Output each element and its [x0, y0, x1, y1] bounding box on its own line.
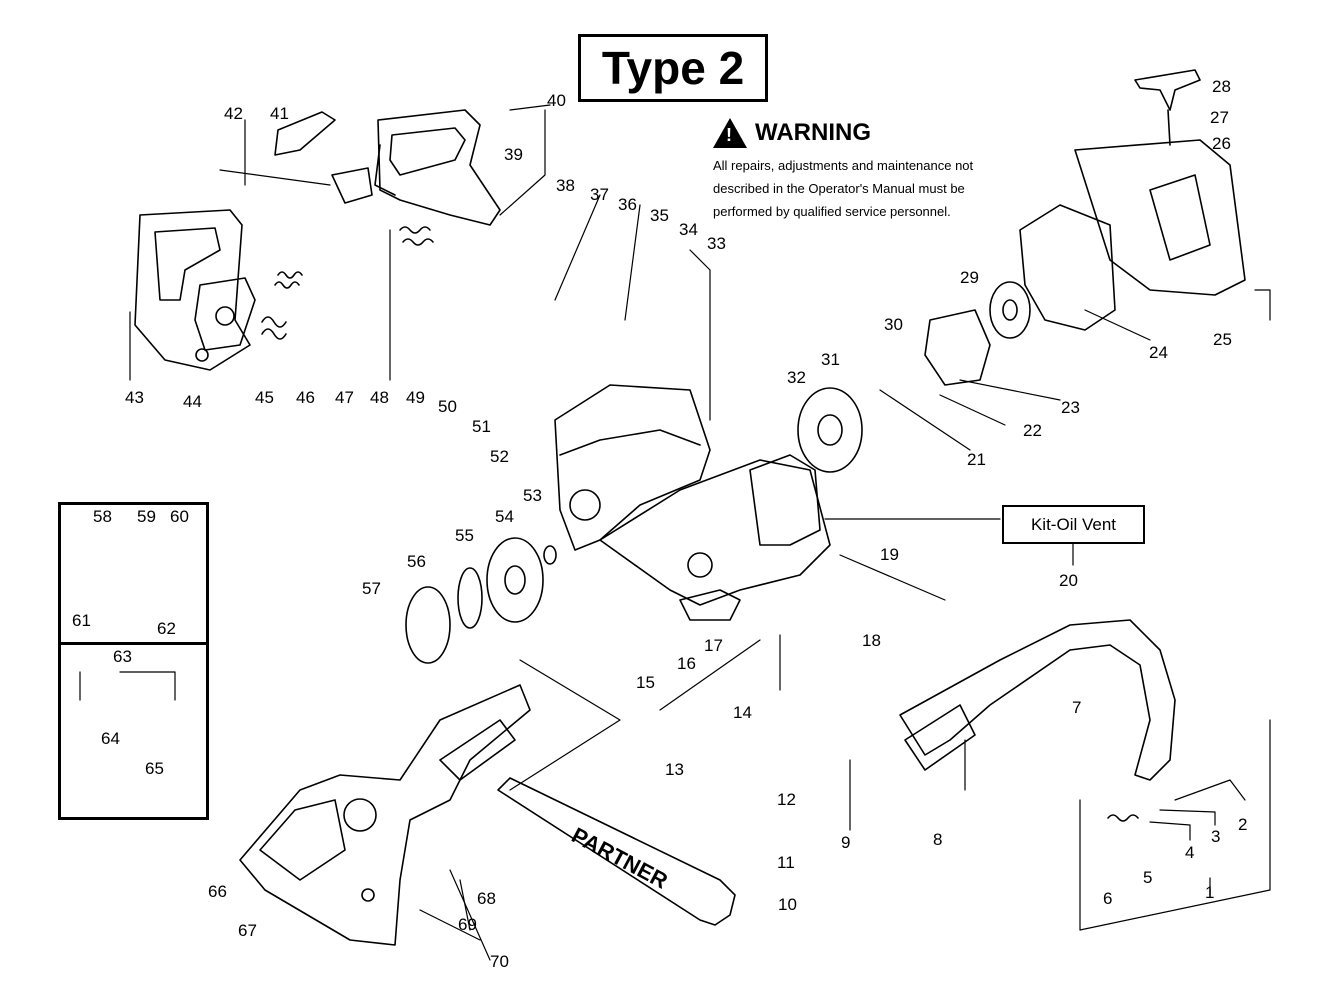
callout-10: 10 — [778, 895, 797, 914]
callout-35: 35 — [650, 206, 669, 225]
callout-48: 48 — [370, 388, 389, 407]
callout-68: 68 — [477, 889, 496, 908]
callout-66: 66 — [208, 882, 227, 901]
callout-38: 38 — [556, 176, 575, 195]
callout-37: 37 — [590, 185, 609, 204]
flywheel-starter — [797, 69, 1246, 473]
callout-61: 61 — [72, 611, 91, 630]
callout-49: 49 — [406, 388, 425, 407]
callout-28: 28 — [1212, 77, 1231, 96]
callout-12: 12 — [777, 790, 796, 809]
callout-46: 46 — [296, 388, 315, 407]
callout-27: 27 — [1210, 108, 1229, 127]
front-handle-guard — [274, 109, 501, 226]
callout-67: 67 — [238, 921, 257, 940]
leader-lines — [79, 104, 1271, 961]
callout-69: 69 — [458, 915, 477, 934]
callout-64: 64 — [101, 729, 120, 748]
callout-23: 23 — [1061, 398, 1080, 417]
callout-32: 32 — [787, 368, 806, 387]
callout-70: 70 — [490, 952, 509, 971]
callout-62: 62 — [157, 619, 176, 638]
callout-25: 25 — [1213, 330, 1232, 349]
callout-30: 30 — [884, 315, 903, 334]
callout-53: 53 — [523, 486, 542, 505]
callout-9: 9 — [841, 833, 850, 852]
warning-notice: ! WARNING All repairs, adjustments and m… — [713, 118, 1033, 223]
callout-47: 47 — [335, 388, 354, 407]
callout-20: 20 — [1059, 571, 1078, 590]
callout-43: 43 — [125, 388, 144, 407]
warning-icon: ! — [713, 118, 747, 148]
warning-heading: WARNING — [755, 119, 871, 146]
callout-15: 15 — [636, 673, 655, 692]
callout-51: 51 — [472, 417, 491, 436]
callout-56: 56 — [407, 552, 426, 571]
callout-8: 8 — [933, 830, 942, 849]
crankcase-housing — [554, 384, 831, 621]
springs — [261, 226, 1139, 822]
callout-26: 26 — [1212, 134, 1231, 153]
callout-57: 57 — [362, 579, 381, 598]
callout-14: 14 — [733, 703, 752, 722]
callout-18: 18 — [862, 631, 881, 650]
clutch-parts — [405, 537, 557, 664]
callout-50: 50 — [438, 397, 457, 416]
callout-52: 52 — [490, 447, 509, 466]
callout-58: 58 — [93, 507, 112, 526]
callout-44: 44 — [183, 392, 202, 411]
callout-1: 1 — [1205, 883, 1214, 902]
callout-59: 59 — [137, 507, 156, 526]
callout-3: 3 — [1211, 827, 1220, 846]
callout-41: 41 — [270, 104, 289, 123]
callout-33: 33 — [707, 234, 726, 253]
callout-36: 36 — [618, 195, 637, 214]
callout-24: 24 — [1149, 343, 1168, 362]
callout-40: 40 — [547, 91, 566, 110]
warning-line-2: described in the Operator's Manual must … — [713, 181, 965, 196]
callout-5: 5 — [1143, 868, 1152, 887]
sprocket-cover — [239, 684, 531, 946]
callout-4: 4 — [1185, 843, 1194, 862]
callout-29: 29 — [960, 268, 979, 287]
callout-13: 13 — [665, 760, 684, 779]
warning-line-1: All repairs, adjustments and maintenance… — [713, 158, 974, 173]
callout-19: 19 — [880, 545, 899, 564]
callout-labels: 1 2 3 4 5 6 7 8 9 10 11 12 13 14 15 16 1… — [72, 77, 1247, 971]
chain-brake-bar — [899, 619, 1176, 781]
callout-65: 65 — [145, 759, 164, 778]
callout-39: 39 — [504, 145, 523, 164]
callout-55: 55 — [455, 526, 474, 545]
warning-line-3: performed by qualified service personnel… — [713, 204, 951, 219]
callout-22: 22 — [1023, 421, 1042, 440]
callout-31: 31 — [821, 350, 840, 369]
callout-11: 11 — [777, 853, 795, 872]
diagram-title: Type 2 — [578, 34, 768, 102]
guide-bar-brand: PARTNER — [568, 822, 672, 893]
callout-7: 7 — [1072, 698, 1081, 717]
callout-6: 6 — [1103, 889, 1112, 908]
callout-21: 21 — [967, 450, 986, 469]
callout-42: 42 — [224, 104, 243, 123]
rear-handle — [134, 209, 256, 371]
callout-16: 16 — [677, 654, 696, 673]
callout-17: 17 — [704, 636, 723, 655]
callout-34: 34 — [679, 220, 698, 239]
callout-60: 60 — [170, 507, 189, 526]
callout-45: 45 — [255, 388, 274, 407]
callout-2: 2 — [1238, 815, 1247, 834]
callout-54: 54 — [495, 507, 514, 526]
callout-63: 63 — [113, 647, 132, 666]
inset-oil-hose — [58, 642, 209, 820]
guide-bar: PARTNER — [497, 777, 736, 926]
